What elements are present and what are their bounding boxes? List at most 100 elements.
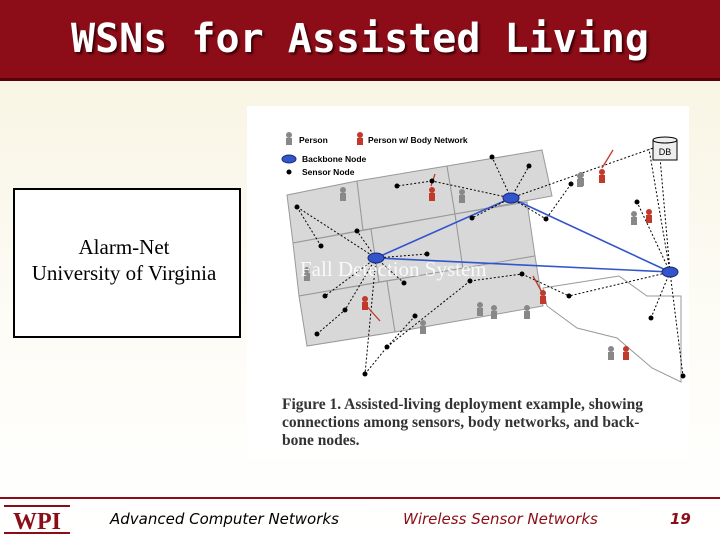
- person-body-icon: [540, 290, 546, 304]
- persons-body-network: [362, 169, 652, 360]
- sensor-node: [680, 373, 686, 379]
- backbone-node: [367, 252, 385, 264]
- sensor-link: [545, 183, 572, 220]
- legend-sensor: Sensor Node: [302, 167, 355, 177]
- sensor-node: [489, 154, 495, 160]
- deployment-figure: DB Person Person w/ Body Network Backbon…: [247, 106, 689, 458]
- sensor-link: [396, 180, 433, 187]
- overlay-caption: Fall Detection System: [300, 257, 487, 281]
- persons: [304, 172, 637, 360]
- sensor-link: [491, 156, 512, 199]
- legend-person: Person: [299, 135, 328, 145]
- person-body-icon: [599, 169, 605, 183]
- legend-person-body: Person w/ Body Network: [368, 135, 468, 145]
- sensor-node: [394, 183, 400, 189]
- sensor-link: [650, 271, 671, 319]
- sensor-node: [294, 204, 300, 210]
- backbone-links: [375, 197, 671, 273]
- slide-title: WSNs for Assisted Living: [71, 16, 649, 62]
- sensor-node: [543, 216, 549, 222]
- caption-line: Figure 1. Assisted-living deployment exa…: [282, 396, 643, 413]
- sensor-node: [401, 280, 407, 286]
- outdoor-area: [542, 275, 682, 383]
- legend-sensor-icon: [286, 169, 292, 175]
- sensor-node: [362, 371, 368, 377]
- wpi-logo: WPI: [2, 503, 72, 536]
- sensor-link: [636, 201, 671, 273]
- database-icon: DB: [652, 136, 678, 161]
- sensor-node: [318, 243, 324, 249]
- sensor-node: [322, 293, 328, 299]
- person-body-icon: [429, 187, 435, 201]
- info-box: [13, 188, 241, 338]
- person-icon: [420, 320, 426, 334]
- logo-text: WPI: [13, 509, 61, 535]
- sensor-node: [526, 163, 532, 169]
- backbone-node: [502, 192, 520, 204]
- sensor-link: [364, 257, 377, 375]
- sensor-node: [568, 181, 574, 187]
- info-line-project: Alarm-Net: [78, 235, 170, 259]
- backbone-nodes: [367, 192, 679, 278]
- deployment-diagram: DB Person Person w/ Body Network Backbon…: [281, 132, 686, 383]
- sensor-nodes: [294, 154, 686, 379]
- sensor-node: [566, 293, 572, 299]
- backbone-link: [375, 197, 512, 259]
- sensor-node: [469, 215, 475, 221]
- person-icon: [340, 187, 346, 201]
- sensor-node: [648, 315, 654, 321]
- sensor-link: [386, 315, 416, 348]
- person-body-icon: [362, 296, 368, 310]
- person-icon: [524, 305, 530, 319]
- sensor-node: [467, 278, 473, 284]
- caption-line: bone nodes.: [282, 432, 360, 449]
- footer-course: Advanced Computer Networks: [110, 510, 339, 528]
- person-icon: [631, 211, 637, 225]
- person-icon: [477, 302, 483, 316]
- sensor-link: [431, 180, 512, 199]
- legend-person-icon: [286, 132, 292, 145]
- body-link: [601, 149, 614, 169]
- sensor-link: [669, 271, 684, 377]
- title-bar: [0, 0, 720, 81]
- figure-caption: Figure 1. Assisted-living deployment exa…: [282, 396, 687, 450]
- page-number: 19: [670, 510, 691, 528]
- person-icon: [491, 305, 497, 319]
- person-icon: [304, 267, 310, 281]
- sensor-link: [510, 197, 547, 220]
- sensor-link: [658, 145, 671, 273]
- legend-backbone: Backbone Node: [302, 154, 367, 164]
- sensor-link: [375, 253, 428, 259]
- footer-divider: [0, 497, 720, 499]
- person-body-icon: [623, 346, 629, 360]
- sensor-node: [634, 199, 640, 205]
- sensor-link: [469, 273, 523, 282]
- room-top-right: [446, 149, 553, 215]
- backbone-link: [375, 257, 671, 273]
- footer-topic: Wireless Sensor Networks: [403, 510, 598, 528]
- sensor-link: [521, 273, 570, 297]
- sensor-node: [412, 313, 418, 319]
- sensor-link: [568, 271, 671, 297]
- sensor-link: [324, 257, 377, 297]
- legend-person-body-icon: [357, 132, 363, 145]
- sensor-node: [384, 344, 390, 350]
- sensor-link: [364, 346, 388, 375]
- person-icon: [608, 346, 614, 360]
- person-icon: [578, 172, 584, 186]
- legend: Person Person w/ Body Network Backbone N…: [281, 132, 468, 177]
- legend-backbone-icon: [281, 154, 297, 164]
- sensor-link: [471, 197, 512, 219]
- room-bottom-right: [386, 255, 544, 333]
- db-label: DB: [659, 147, 672, 157]
- sensor-node: [424, 251, 430, 257]
- sensor-node: [342, 307, 348, 313]
- sensor-node: [519, 271, 525, 277]
- sensor-link: [386, 280, 471, 348]
- sensor-node: [429, 178, 435, 184]
- backbone-link: [510, 197, 671, 273]
- sensor-node: [354, 228, 360, 234]
- person-body-icon: [646, 209, 652, 223]
- caption-line: connections among sensors, body networks…: [282, 414, 640, 431]
- sensor-links: [296, 145, 684, 377]
